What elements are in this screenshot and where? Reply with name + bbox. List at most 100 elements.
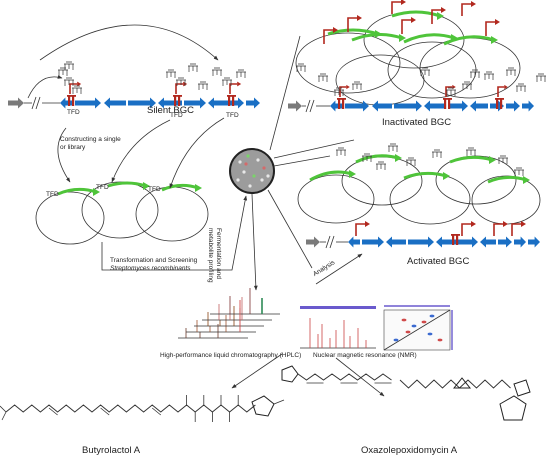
gray-gene-arrow-2 <box>288 100 302 112</box>
regulator-protein-icon-9 <box>236 69 246 78</box>
nmr-2d-diagonal <box>383 309 451 351</box>
activated-green-arc-3-head <box>443 172 450 180</box>
connector-to-activated <box>273 155 331 167</box>
inactivated-tfd-marker-2-top <box>443 98 452 100</box>
nmr-2d-crosspeak-3 <box>411 324 417 328</box>
activated-protein-icon-1 <box>336 147 346 156</box>
inactivated-green-arc-1 <box>327 28 379 36</box>
regulator-protein-icon-7 <box>212 67 222 76</box>
silent-tfd-marker-1-top <box>67 95 76 97</box>
silent-promoter-1-head <box>77 81 82 87</box>
activated-protein-icon-4 <box>406 157 416 166</box>
activated-bgc-gene-2 <box>362 236 384 248</box>
oxazole-ring <box>281 365 299 383</box>
inactivated-plasmid-promoter-7-head <box>495 19 500 25</box>
tfd-label-2: TFD <box>170 112 183 119</box>
silent-tfd-marker-1-b <box>72 96 75 106</box>
colony-dot-6 <box>252 174 256 178</box>
regulator-protein-icon-2 <box>64 77 74 86</box>
inactivated-row-promoter-3-head <box>504 84 508 90</box>
fermentation-label-line1: Fermentation and <box>215 228 222 279</box>
inactivated-plasmid-promoter-2 <box>347 17 357 32</box>
nmr-2d-crosspeak-8 <box>437 338 443 342</box>
activated-protein-icon-3 <box>388 143 398 152</box>
inactivated-green-arc-2-head <box>399 34 406 42</box>
nmr-spectrum-top-bar <box>300 306 376 309</box>
inactivated-green-arc-3 <box>391 10 441 18</box>
plasmid-activated-3 <box>389 173 471 225</box>
inactivated-green-arc-3-head <box>437 12 444 20</box>
inactivated-protein-icon-2 <box>318 73 328 82</box>
silent-promoter-3-head <box>237 81 242 87</box>
inactivated-protein-icon-1 <box>296 63 306 72</box>
curved-arrow-promoter <box>27 75 63 99</box>
gray-gene-arrow <box>8 97 24 109</box>
inactivated-protein-icon-7 <box>462 81 472 90</box>
activated-tfd-marker-1-top <box>451 234 460 236</box>
inactivated-tfd-marker-2-b <box>448 99 451 109</box>
nmr-2d-crosspeak-4 <box>421 320 427 324</box>
butyrolactol-methyl-1 <box>1 411 7 421</box>
transformation-label-line1: Transformation and Screening <box>110 257 198 264</box>
colony-dot-5 <box>242 170 246 174</box>
break-slash-2 <box>329 235 335 249</box>
inactivated-green-arc-5 <box>443 35 495 46</box>
inactivated-tfd-marker-1 <box>338 99 341 109</box>
inactivated-bgc-gene-7 <box>470 100 488 112</box>
regulator-protein-icon-4 <box>166 69 176 78</box>
silent-bgc-gene-3 <box>104 97 126 109</box>
inactivated-plasmid-promoter-1 <box>323 29 333 44</box>
inactivated-bgc-gene-2 <box>345 100 369 112</box>
butyrolactol-double-bond-1 <box>48 407 58 416</box>
colony-dot-7 <box>260 178 264 182</box>
activated-protein-icon-2 <box>362 153 372 162</box>
inactivated-tfd-marker-1-b <box>342 99 345 109</box>
butyrolactol-carbonyl <box>273 399 285 405</box>
inactivated-protein-icon-4 <box>352 81 362 90</box>
arrow-silent-to-plasmids <box>57 127 71 183</box>
connector-down <box>267 189 313 269</box>
inactivated-green-arc-2 <box>351 33 403 42</box>
silent-bgc-gene-8 <box>230 97 244 109</box>
oxazolepoxidomycin-lactam-ring <box>499 395 527 421</box>
inactivated-protein-icon-12 <box>470 69 480 78</box>
activated-protein-icon-9 <box>376 161 386 170</box>
butyrolactol-backbone <box>5 404 256 413</box>
tfd-plasmid-3 <box>135 186 209 242</box>
activated-bgc-gene-6 <box>458 236 478 248</box>
activated-green-arc-2 <box>355 154 399 164</box>
activated-bgc-gene-8 <box>498 236 512 248</box>
inactivated-bgc-gene-9 <box>506 100 520 112</box>
inactivated-bgc-label: Inactivated BGC <box>382 117 452 128</box>
arrow-transformation <box>101 195 248 271</box>
activated-bgc-gene-4 <box>408 236 434 248</box>
silent-bgc-gene-1 <box>60 97 72 109</box>
oxazolepoxidomycin-polyene-chain <box>297 373 392 381</box>
tfd-plasmid-label-3: TFD <box>148 186 161 193</box>
plasmid-inactivated-3 <box>419 37 521 99</box>
inactivated-bgc-gene-3 <box>372 100 392 112</box>
inactivated-bgc-gene-10 <box>522 100 534 112</box>
activated-bgc-gene-10 <box>528 236 540 248</box>
silent-bgc-gene-5 <box>158 97 182 109</box>
curved-arrow-silent-to-inactivated <box>39 24 219 61</box>
silent-tfd-marker-2-top <box>173 95 182 97</box>
inactivated-tfd-marker-3 <box>496 99 499 109</box>
inactivated-row-promoter-3 <box>497 86 505 97</box>
tfd-plasmid-green-arc-2 <box>107 181 147 188</box>
inactivated-protein-icon-11 <box>536 73 546 82</box>
constructing-label-line1: Constructing a single <box>60 136 121 143</box>
activated-bgc-gene-5 <box>436 236 456 248</box>
inactivated-plasmid-promoter-5 <box>431 9 441 24</box>
nmr-2d-crosspeak-6 <box>401 318 407 322</box>
inactivated-protein-icon-6 <box>446 87 456 96</box>
regulator-protein-icon-8 <box>222 77 232 86</box>
inactivated-bgc-gene-6 <box>448 100 468 112</box>
silent-tfd-marker-2-b <box>178 96 181 106</box>
butyrolactol-double-bond-3 <box>151 407 162 416</box>
activated-promoter-1-head <box>365 221 370 227</box>
inactivated-protein-icon-3 <box>334 87 344 96</box>
tfd-label-3: TFD <box>226 112 239 119</box>
tfd-plasmid-green-arc-1-head <box>93 188 100 196</box>
nmr-2d-crosspeak-1 <box>393 338 399 342</box>
